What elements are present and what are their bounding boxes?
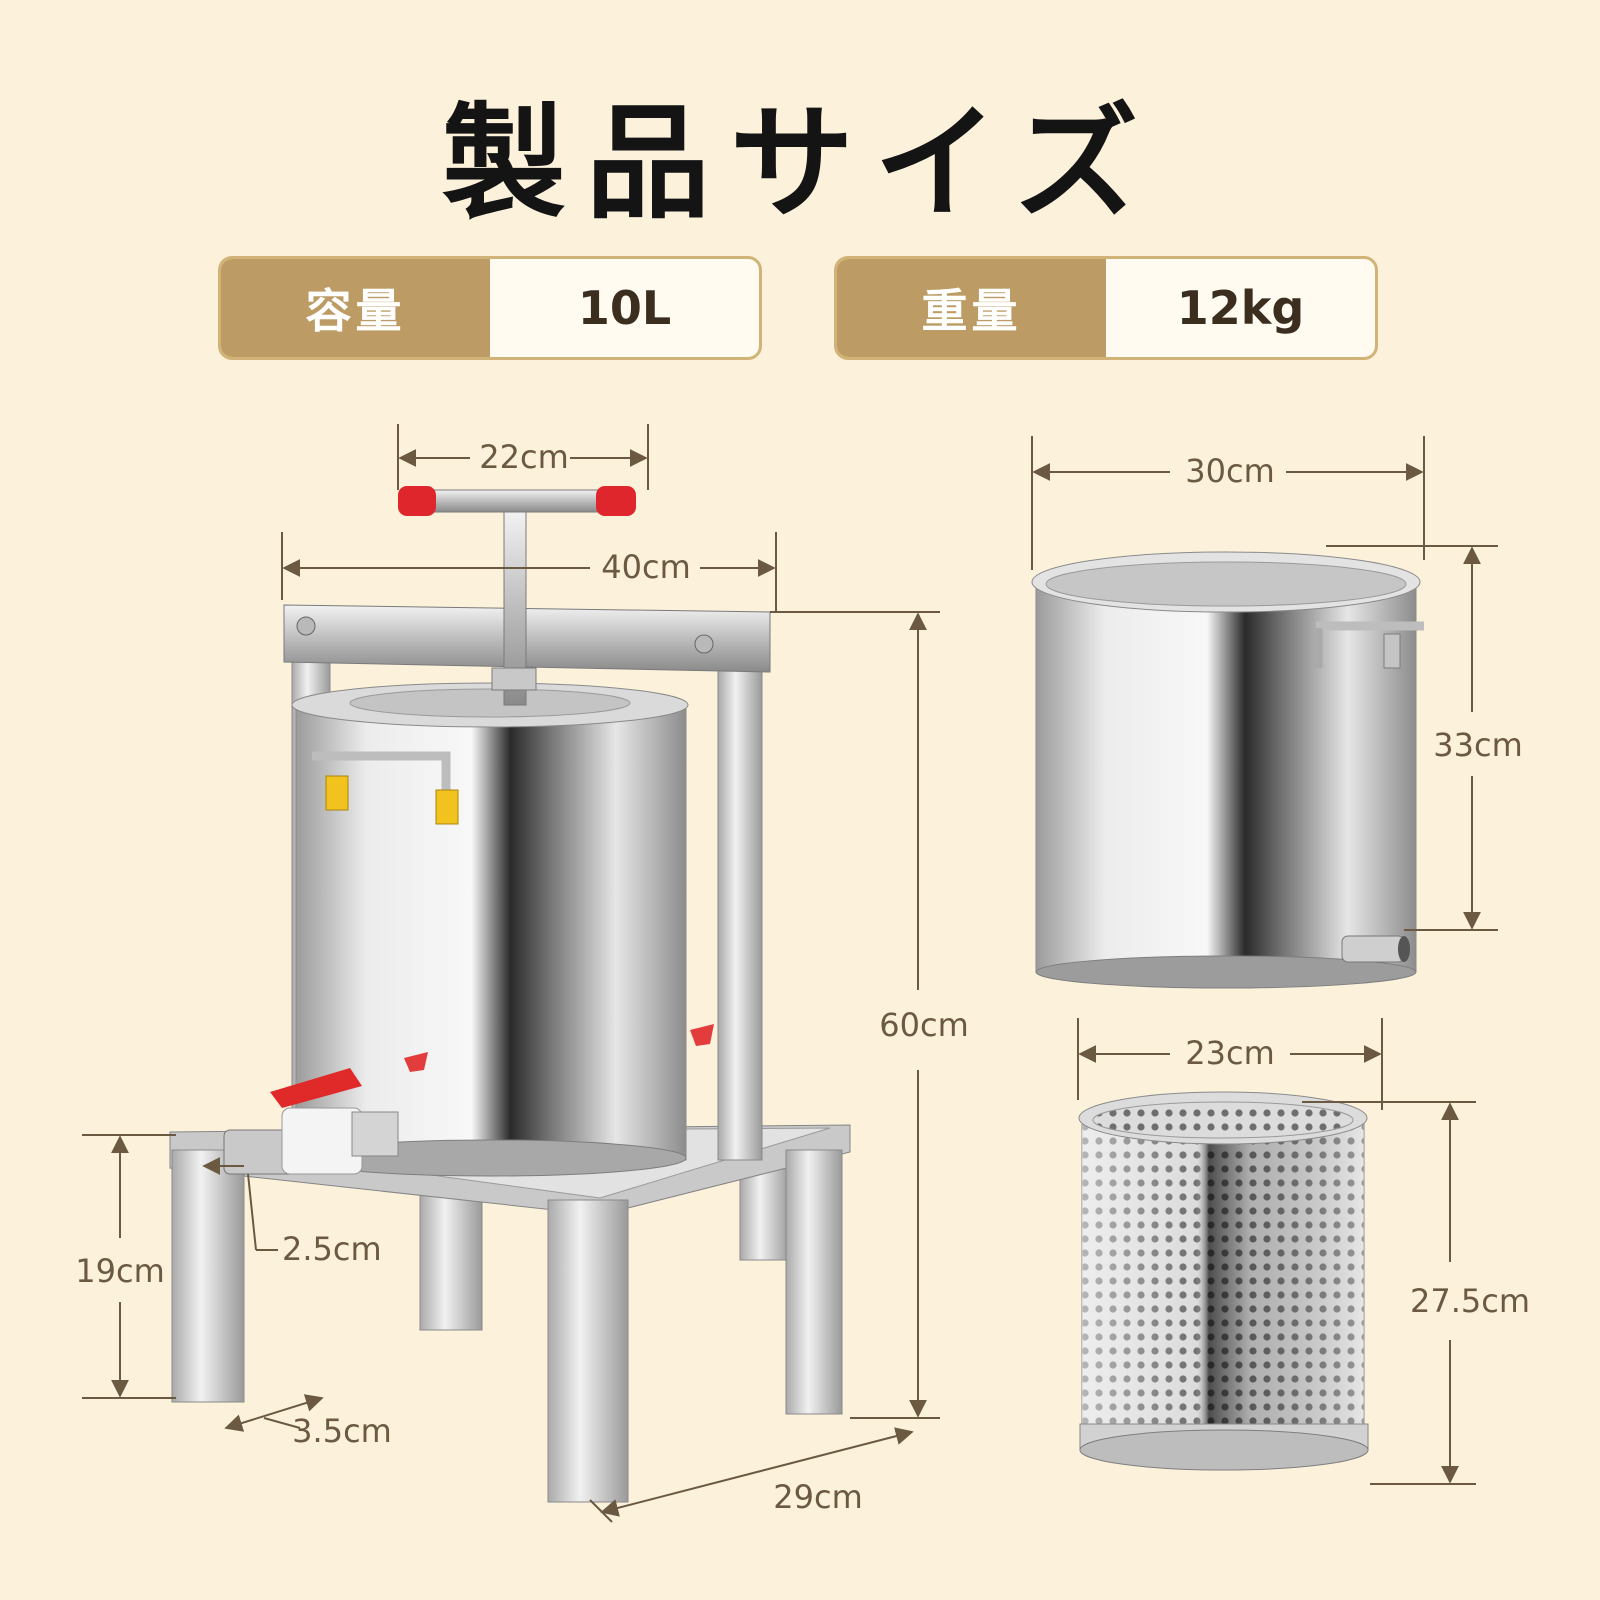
dim-barrel-diameter: 30cm [1185,452,1274,490]
dim-stand-height: 19cm [75,1252,164,1290]
filter-basket [1078,1091,1369,1471]
ball-valve-icon [223,1068,399,1175]
dim-basket-height: 27.5cm [1410,1282,1530,1320]
weight-label: 重量 [837,259,1106,357]
capacity-value: 10L [577,281,672,335]
press-screw [398,486,636,706]
press-stand [169,1124,851,1503]
page-title: 製品サイズ [441,92,1159,236]
dim-barrel-height: 33cm [1433,726,1522,764]
capacity-spec: 容量 10L [218,256,762,360]
weight-value: 12kg [1176,281,1305,335]
dim-handle-width: 22cm [479,438,568,476]
dim-leg-width: 3.5cm [292,1412,392,1450]
dim-basket-diameter: 23cm [1185,1034,1274,1072]
weight-spec: 重量 12kg [834,256,1378,360]
barrel [1031,551,1424,989]
dim-stand-depth: 29cm [773,1478,862,1516]
capacity-label: 容量 [221,259,490,357]
press-barrel [291,682,714,1177]
dim-outlet-diameter: 2.5cm [282,1230,382,1268]
dim-total-height: 60cm [879,1006,968,1044]
dim-frame-width: 40cm [601,548,690,586]
dimension-lines [82,424,1498,1523]
